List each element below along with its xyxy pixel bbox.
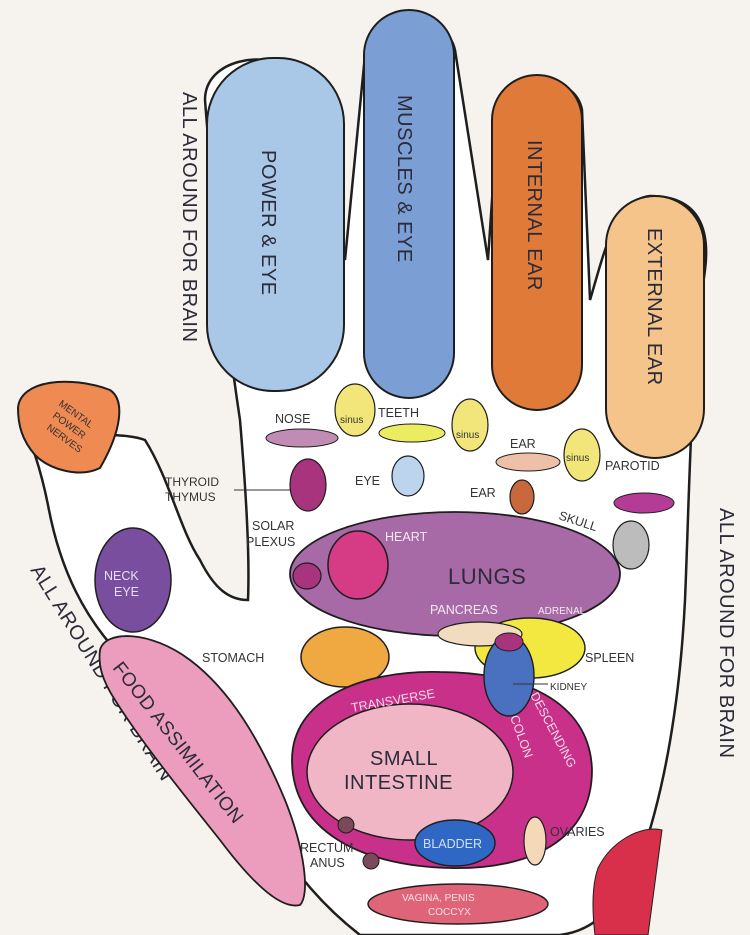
ear-top-label: EAR	[510, 437, 536, 451]
ear-label: EAR	[470, 486, 496, 500]
finger-ring-label: INTERNAL EAR	[523, 140, 545, 291]
anus-label: ANUS	[310, 856, 345, 870]
parotid-label: PAROTID	[605, 459, 660, 473]
solar-plexus-spot	[292, 562, 322, 590]
nose-label: NOSE	[275, 412, 310, 426]
sinus-label-3: sinus	[566, 453, 589, 464]
side-label-right: ALL AROUND FOR BRAIN	[715, 508, 737, 758]
sinus-spot-1	[334, 383, 376, 437]
thyroid-label: THYROID	[165, 475, 219, 489]
heart-zone	[327, 530, 389, 600]
nose-spot	[265, 428, 339, 448]
teeth-label: TEETH	[378, 406, 419, 420]
heart-label: HEART	[385, 530, 428, 544]
finger-middle-zone	[363, 9, 455, 399]
solar-label: SOLAR	[252, 519, 294, 533]
finger-little-label: EXTERNAL EAR	[643, 228, 665, 386]
bladder-label: BLADDER	[423, 837, 482, 851]
thyroid-spot	[289, 458, 327, 512]
small-intestine-zone	[306, 703, 514, 841]
finger-ring-zone	[491, 74, 583, 411]
small-intestine-label-2: INTESTINE	[344, 772, 453, 794]
sinus-spot-3	[563, 428, 601, 482]
thymus-label: THYMUS	[165, 490, 216, 504]
teeth-spot	[378, 423, 446, 443]
eye-label: EYE	[355, 474, 380, 488]
finger-index-zone	[206, 57, 345, 392]
vagina-penis-coccyx-zone	[367, 883, 549, 925]
eye-thumb-label: EYE	[114, 585, 139, 599]
parotid-spot	[613, 492, 675, 514]
lungs-label: LUNGS	[448, 564, 526, 589]
rectum-label: RECTUM	[300, 841, 353, 855]
spleen-label: SPLEEN	[585, 651, 634, 665]
skull-spot	[612, 520, 650, 570]
ovaries-label: OVARIES	[550, 825, 605, 839]
pancreas-label: PANCREAS	[430, 603, 498, 617]
anus-spot	[362, 852, 380, 870]
edge-red-zone	[592, 828, 663, 935]
adrenal-label: ADRENAL	[538, 606, 586, 617]
small-intestine-label-1: SMALL	[370, 748, 438, 770]
finger-index-label: POWER & EYE	[257, 150, 279, 296]
thumb-tip-zone	[16, 380, 121, 474]
neck-eye-zone	[94, 527, 172, 633]
sinus-spot-2	[451, 398, 489, 452]
sinus-label-1: sinus	[340, 415, 363, 426]
sinus-label-2: sinus	[456, 430, 479, 441]
ear-spot	[509, 479, 535, 515]
bladder-zone	[414, 819, 496, 867]
food-assimilation-zone	[98, 635, 306, 907]
stomach-label: STOMACH	[202, 651, 264, 665]
neck-label: NECK	[104, 569, 139, 583]
kidney-label: KIDNEY	[550, 682, 588, 693]
vagina-label: VAGINA, PENIS	[402, 893, 475, 904]
coccyx-label: COCCYX	[428, 907, 471, 918]
ear-top-spot	[495, 452, 561, 472]
eye-spot	[391, 455, 425, 497]
finger-middle-label: MUSCLES & EYE	[393, 95, 415, 263]
ovaries-spot	[523, 816, 547, 866]
stomach-zone	[300, 626, 390, 688]
finger-little-zone	[605, 195, 705, 459]
rectum-spot	[337, 816, 355, 834]
side-label-left-upper: ALL AROUND FOR BRAIN	[178, 92, 200, 342]
adrenal-spot	[494, 632, 524, 652]
plexus-label: PLEXUS	[246, 535, 295, 549]
